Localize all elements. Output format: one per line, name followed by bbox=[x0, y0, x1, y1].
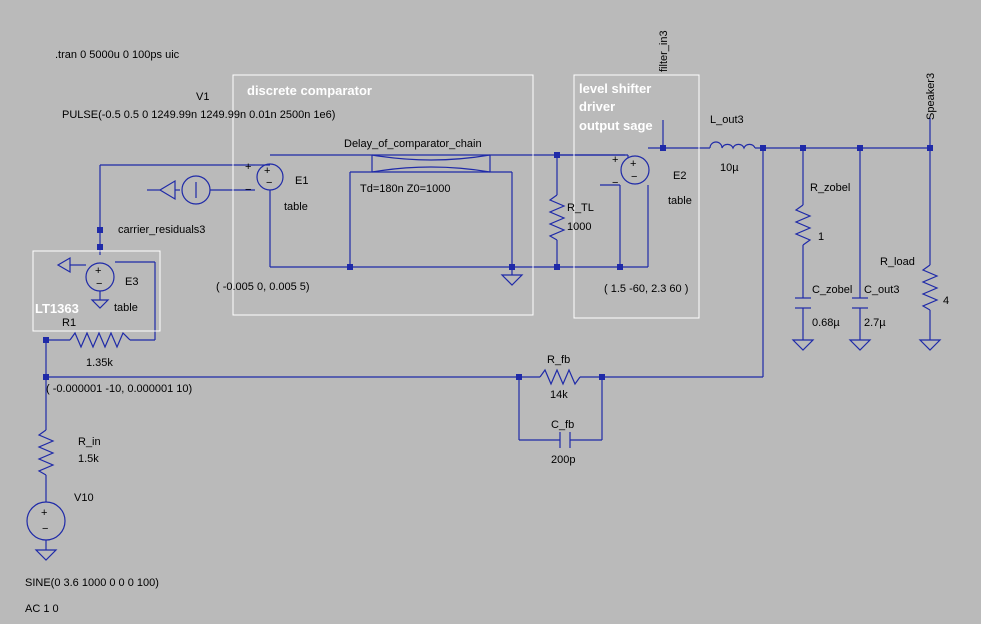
v10-value: SINE(0 3.6 1000 0 0 0 100) bbox=[25, 577, 159, 589]
svg-text:−: − bbox=[42, 523, 48, 535]
net-filter: filter_in3 bbox=[658, 30, 670, 72]
e1-value: table bbox=[284, 201, 308, 213]
e2-name: E2 bbox=[673, 170, 686, 182]
net-speaker: Speaker3 bbox=[925, 73, 937, 120]
net-carrier: carrier_residuals3 bbox=[118, 224, 205, 236]
v10-name: V10 bbox=[74, 492, 94, 504]
svg-text:−: − bbox=[612, 177, 618, 189]
driver-block-label-2: driver bbox=[579, 99, 615, 114]
r1-value: 1.35k bbox=[86, 357, 113, 369]
v10-ac: AC 1 0 bbox=[25, 603, 59, 615]
l-out-name: L_out3 bbox=[710, 114, 744, 126]
opamp-block bbox=[32, 250, 161, 332]
c-zobel-name: C_zobel bbox=[812, 284, 852, 296]
svg-text:+: + bbox=[95, 265, 101, 277]
r-zobel-symbol[interactable] bbox=[794, 204, 812, 246]
e3-name: E3 bbox=[125, 276, 138, 288]
e2-value: table bbox=[668, 195, 692, 207]
r-fb-name: R_fb bbox=[547, 354, 570, 366]
r-load-value: 4 bbox=[943, 295, 949, 307]
tline-value: Td=180n Z0=1000 bbox=[360, 183, 451, 195]
e2-table: ( 1.5 -60, 2.3 60 ) bbox=[604, 283, 688, 295]
e1-table: ( -0.005 0, 0.005 5) bbox=[216, 281, 310, 293]
e3-ground-symbols bbox=[56, 256, 86, 274]
c-fb-symbol[interactable] bbox=[559, 432, 571, 448]
r1-name: R1 bbox=[62, 317, 76, 329]
svg-text:−: − bbox=[245, 184, 251, 196]
comparator-block bbox=[232, 74, 534, 316]
r-in-value: 1.5k bbox=[78, 453, 99, 465]
svg-text:−: − bbox=[631, 171, 637, 183]
e3-symbol[interactable]: + − bbox=[85, 262, 115, 309]
v10-source-symbol[interactable]: + − bbox=[26, 501, 66, 541]
r-tl-symbol[interactable] bbox=[548, 194, 566, 241]
r-zobel-name: R_zobel bbox=[810, 182, 850, 194]
v1-value: PULSE(-0.5 0.5 0 1249.99n 1249.99n 0.01n… bbox=[62, 109, 335, 121]
tline-symbol[interactable] bbox=[371, 154, 491, 173]
c-out-name: C_out3 bbox=[864, 284, 899, 296]
junction-dots bbox=[43, 145, 933, 380]
opamp-block-label: LT1363 bbox=[35, 301, 79, 316]
r-in-symbol[interactable] bbox=[37, 429, 55, 476]
e1-name: E1 bbox=[295, 175, 308, 187]
r-tl-name: R_TL bbox=[567, 202, 594, 214]
c-fb-name: C_fb bbox=[551, 419, 574, 431]
r-load-symbol[interactable] bbox=[921, 264, 939, 311]
v10-ground-symbol bbox=[34, 549, 58, 561]
r-in-name: R_in bbox=[78, 436, 101, 448]
c-zobel-value: 0.68µ bbox=[812, 317, 840, 329]
r-zobel-value: 1 bbox=[818, 231, 824, 243]
svg-text:−: − bbox=[266, 177, 272, 189]
r-tl-value: 1000 bbox=[567, 221, 591, 233]
v1-source-symbol[interactable] bbox=[147, 175, 211, 205]
driver-block-label-3: output sage bbox=[579, 118, 653, 133]
svg-text:+: + bbox=[612, 154, 618, 166]
r-fb-symbol[interactable] bbox=[539, 368, 581, 386]
c-out-value: 2.7µ bbox=[864, 317, 886, 329]
tline-name: Delay_of_comparator_chain bbox=[344, 138, 482, 150]
svg-text:+: + bbox=[245, 161, 251, 173]
svg-text:−: − bbox=[96, 278, 102, 290]
c-fb-value: 200p bbox=[551, 454, 575, 466]
driver-block-label-1: level shifter bbox=[579, 81, 651, 96]
e2-symbol[interactable]: + − + − bbox=[612, 154, 650, 189]
wires bbox=[45, 118, 931, 550]
tran-directive: .tran 0 5000u 0 100ps uic bbox=[55, 49, 180, 61]
driver-block bbox=[573, 74, 700, 319]
r-load-name: R_load bbox=[880, 256, 915, 268]
l-out-value: 10µ bbox=[720, 162, 739, 174]
tline-ground-symbol bbox=[500, 274, 524, 286]
v1-name: V1 bbox=[196, 91, 209, 103]
svg-text:+: + bbox=[264, 165, 270, 177]
r-fb-value: 14k bbox=[550, 389, 568, 401]
comparator-block-label: discrete comparator bbox=[247, 83, 372, 98]
svg-text:+: + bbox=[630, 158, 636, 170]
e3-value: table bbox=[114, 302, 138, 314]
svg-text:+: + bbox=[41, 507, 47, 519]
l-out-symbol[interactable] bbox=[709, 141, 756, 150]
e1-symbol[interactable]: + − + − bbox=[245, 161, 284, 196]
c-out-symbol[interactable] bbox=[852, 297, 868, 309]
output-grounds bbox=[791, 339, 942, 351]
c-zobel-symbol[interactable] bbox=[795, 297, 811, 309]
e3-table: ( -0.000001 -10, 0.000001 10) bbox=[46, 383, 192, 395]
r1-symbol[interactable] bbox=[69, 331, 131, 349]
